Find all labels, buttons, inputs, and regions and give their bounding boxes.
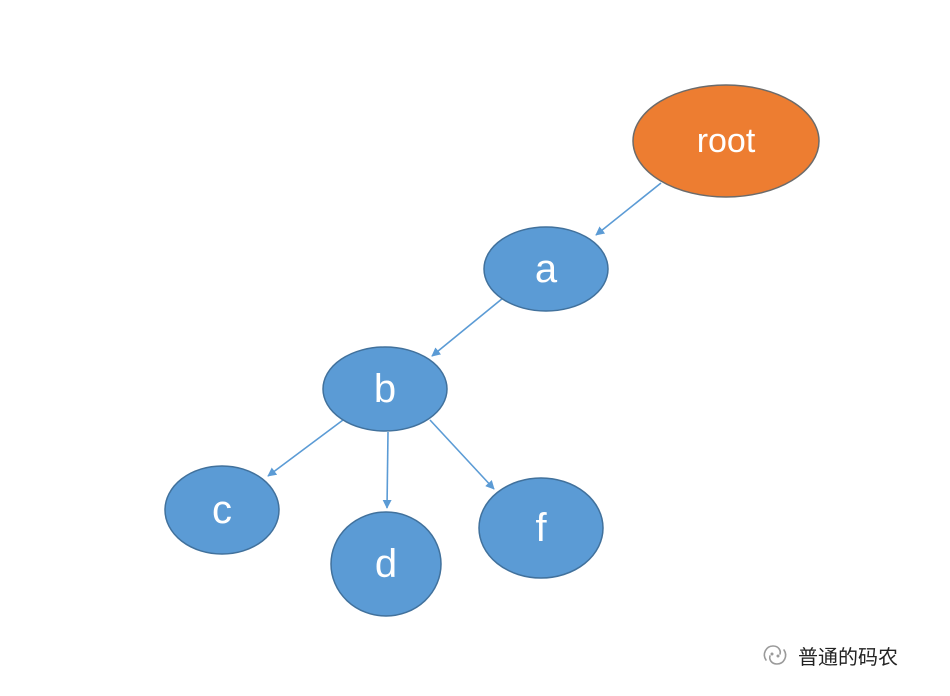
node-root-shape	[632, 84, 820, 198]
node-b-label: b	[374, 367, 396, 411]
edge-root-to-a	[595, 182, 662, 236]
edges-layer	[267, 182, 662, 509]
node-a-shape	[483, 226, 609, 312]
node-a: a	[483, 226, 609, 312]
node-root: root	[632, 84, 820, 198]
node-d-label: d	[375, 542, 397, 586]
node-a-label: a	[535, 247, 558, 291]
node-b-shape	[322, 346, 448, 432]
edge-b-to-f	[429, 419, 495, 490]
node-c-shape	[164, 465, 280, 555]
watermark-text: 普通的码农	[798, 644, 898, 669]
edge-b-to-c	[267, 419, 344, 477]
edge-a-to-b	[431, 297, 504, 357]
node-f: f	[478, 477, 604, 579]
nodes-layer: root a b c d f	[164, 84, 820, 617]
wechat-official-account-icon	[763, 645, 787, 665]
node-f-shape	[478, 477, 604, 579]
node-d-shape	[330, 511, 442, 617]
watermark: 普通的码农	[760, 638, 898, 672]
node-b: b	[322, 346, 448, 432]
node-c: c	[164, 465, 280, 555]
node-d: d	[330, 511, 442, 617]
node-c-label: c	[212, 488, 232, 532]
node-root-label: root	[697, 122, 756, 160]
edge-b-to-d	[382, 431, 392, 509]
node-f-label: f	[535, 506, 547, 550]
